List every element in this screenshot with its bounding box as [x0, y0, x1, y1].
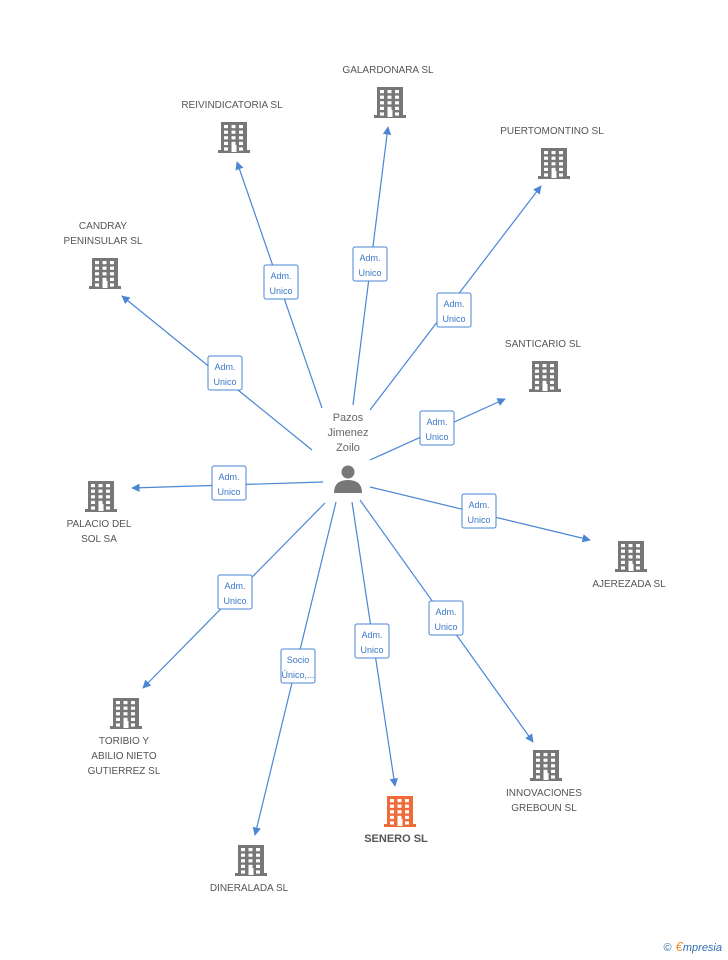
company-node-candray[interactable]: CANDRAY PENINSULAR SL: [64, 221, 143, 289]
brand-name: mpresia: [682, 942, 722, 954]
relation-label-galardonara[interactable]: Adm. Unico: [352, 246, 388, 282]
company-name-palacio: SOL SA: [81, 534, 117, 545]
building-icon: [235, 845, 267, 876]
relation-text: Adm.: [270, 271, 291, 281]
relation-text: Unico: [467, 515, 490, 525]
building-icon: [110, 698, 142, 729]
company-node-innovaciones[interactable]: INNOVACIONES GREBOUN SL: [506, 750, 582, 814]
person-name-line: Pazos: [333, 412, 364, 424]
company-node-santicario[interactable]: SANTICARIO SL: [505, 339, 582, 392]
relation-text: Unico: [217, 487, 240, 497]
company-node-reivindicatoria[interactable]: REIVINDICATORIA SL: [181, 100, 283, 153]
relation-text: Adm.: [224, 581, 245, 591]
relation-text: Socio: [287, 655, 310, 665]
building-icon: [218, 122, 250, 153]
relation-label-innovaciones[interactable]: Adm. Unico: [428, 600, 464, 636]
company-name-toribio: ABILIO NIETO: [91, 751, 157, 762]
relation-label-candray[interactable]: Adm. Unico: [207, 355, 243, 391]
building-icon: [538, 148, 570, 179]
company-name-toribio: TORIBIO Y: [99, 736, 150, 747]
relation-text: Unico: [223, 596, 246, 606]
company-name-palacio: PALACIO DEL: [67, 519, 132, 530]
relation-text: Unico: [358, 268, 381, 278]
relation-text: Adm.: [443, 299, 464, 309]
relation-label-palacio[interactable]: Adm. Unico: [211, 465, 247, 501]
company-name-galardonara: GALARDONARA SL: [342, 65, 434, 76]
company-name-puertomontino: PUERTOMONTINO SL: [500, 126, 604, 137]
company-node-ajerezada[interactable]: AJEREZADA SL: [592, 541, 666, 590]
company-node-galardonara[interactable]: GALARDONARA SL: [342, 65, 434, 118]
relation-label-santicario[interactable]: Adm. Unico: [419, 410, 455, 446]
relation-text: Único,...: [281, 670, 314, 680]
company-name-candray: PENINSULAR SL: [64, 236, 143, 247]
relation-text: Unico: [442, 314, 465, 324]
building-icon: [615, 541, 647, 572]
person-icon: [334, 465, 362, 493]
relation-label-reivindicatoria[interactable]: Adm. Unico: [263, 264, 299, 300]
company-node-palacio[interactable]: PALACIO DEL SOL SA: [67, 481, 132, 545]
relation-text: Adm.: [435, 607, 456, 617]
relation-text: Unico: [360, 645, 383, 655]
relation-text: Adm.: [359, 253, 380, 263]
company-name-toribio: GUTIERREZ SL: [88, 766, 161, 777]
company-node-senero[interactable]: SENERO SL: [364, 796, 428, 845]
relation-text: Adm.: [218, 472, 239, 482]
company-name-innovaciones: GREBOUN SL: [511, 803, 577, 814]
company-name-reivindicatoria: REIVINDICATORIA SL: [181, 100, 283, 111]
brand-initial: €: [675, 939, 683, 954]
relation-label-toribio[interactable]: Adm. Unico: [217, 574, 253, 610]
relation-label-ajerezada[interactable]: Adm. Unico: [461, 493, 497, 529]
relation-text: Adm.: [361, 630, 382, 640]
building-icon: [374, 87, 406, 118]
relation-text: Unico: [425, 432, 448, 442]
company-name-ajerezada: AJEREZADA SL: [592, 579, 666, 590]
relation-text: Adm.: [426, 417, 447, 427]
relation-label-senero[interactable]: Adm. Unico: [354, 623, 390, 659]
company-name-senero: SENERO SL: [364, 833, 428, 845]
relation-text: Unico: [434, 622, 457, 632]
building-icon: [530, 750, 562, 781]
person-name-line: Zoilo: [336, 442, 360, 454]
relation-text: Adm.: [468, 500, 489, 510]
building-icon: [529, 361, 561, 392]
company-name-dineralada: DINERALADA SL: [210, 883, 289, 894]
relation-label-puertomontino[interactable]: Adm. Unico: [436, 292, 472, 328]
person-name-line: Jimenez: [328, 427, 369, 439]
relation-text: Unico: [213, 377, 236, 387]
company-name-candray: CANDRAY: [79, 221, 127, 232]
brand-watermark: ©€mpresia: [664, 939, 722, 954]
company-node-toribio[interactable]: TORIBIO Y ABILIO NIETO GUTIERREZ SL: [88, 698, 161, 777]
building-icon: [89, 258, 121, 289]
company-node-puertomontino[interactable]: PUERTOMONTINO SL: [500, 126, 604, 179]
building-icon: [85, 481, 117, 512]
copyright-symbol: ©: [663, 942, 672, 954]
relation-text: Unico: [269, 286, 292, 296]
company-name-innovaciones: INNOVACIONES: [506, 788, 582, 799]
relation-label-dineralada[interactable]: SocioÚnico,...: [280, 648, 316, 684]
relation-text: Adm.: [214, 362, 235, 372]
company-name-santicario: SANTICARIO SL: [505, 339, 582, 350]
building-icon: [384, 796, 416, 827]
company-node-dineralada[interactable]: DINERALADA SL: [210, 845, 289, 894]
